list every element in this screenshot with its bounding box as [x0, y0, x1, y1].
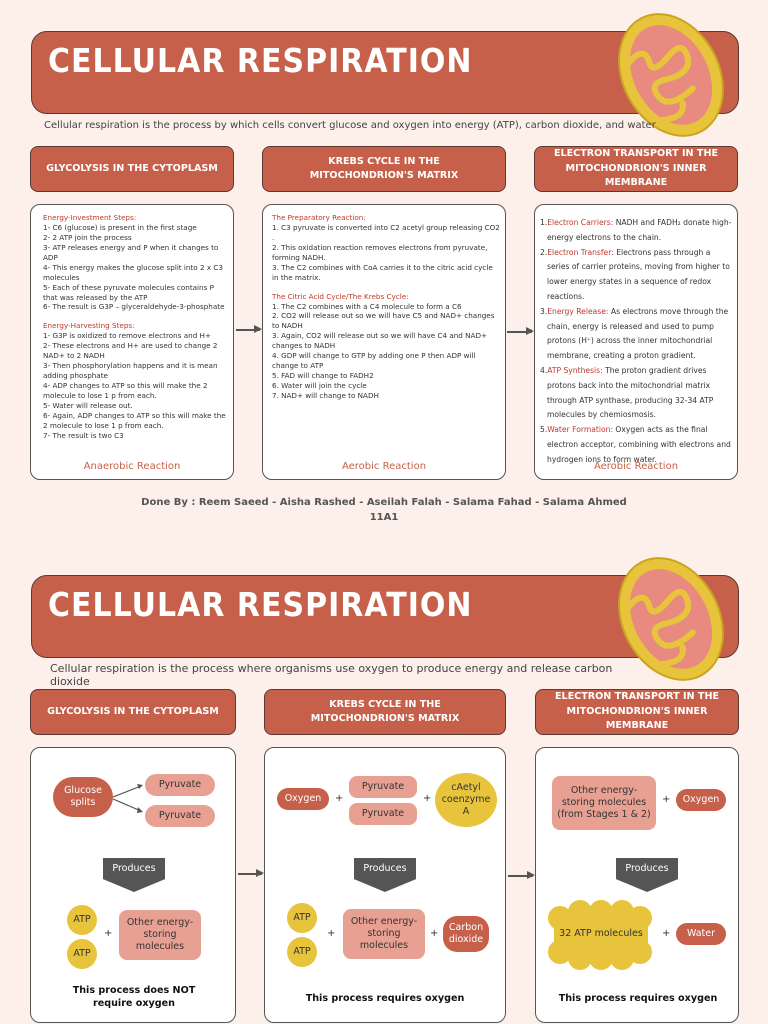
reaction-type-label: Aerobic Reaction	[593, 461, 679, 472]
krebs-step: 7. NAD+ will change to NADH	[272, 390, 379, 400]
atp-node: ATP	[287, 903, 317, 933]
et-item: 1.Electron Carriers: NADH and FADH₂ dona…	[540, 218, 732, 242]
atp-node: ATP	[67, 939, 97, 969]
reaction-type-label: Aerobic Reaction	[341, 461, 427, 472]
et-item: 3.Energy Release: As electrons move thro…	[540, 306, 729, 361]
glycolysis-step: 1- C6 (glucose) is present in the first …	[43, 222, 197, 232]
krebs-heading-preparatory: The Preparatory Reaction:	[272, 213, 366, 222]
glycolysis-step: 4- ADP changes to ATP so this will make …	[43, 381, 208, 400]
arrow-right-icon	[508, 872, 535, 878]
plus-sign: +	[662, 794, 671, 805]
oxygen-requirement-note: This process requires oxygen	[305, 993, 465, 1004]
glycolysis-step: 3- ATP releases energy and P when it cha…	[43, 242, 219, 262]
glycolysis-step: 5- Each of these pyruvate molecules cont…	[43, 282, 214, 302]
atp-cluster-blob	[548, 900, 652, 970]
pyruvate-node: Pyruvate	[349, 803, 417, 825]
plus-sign: +	[423, 793, 432, 804]
krebs-step: 2. CO2 will release out so we will have …	[272, 311, 495, 331]
page-title: CELLULAR RESPIRATION	[48, 42, 473, 81]
pyruvate-node: Pyruvate	[349, 776, 417, 798]
plus-sign: +	[104, 928, 113, 939]
krebs-step: 3. Again, CO2 will release out so we wil…	[272, 331, 488, 351]
carbon-dioxide-node: Carbon dioxide	[443, 916, 489, 952]
split-arrows	[113, 784, 143, 813]
plus-sign: +	[430, 928, 439, 939]
glycolysis-step: 5- Water will release out.	[43, 400, 133, 410]
oxygen-requirement-note: This process does NOT require oxygen	[72, 985, 196, 1009]
glycolysis-step: 2- These electrons and H+ are used to ch…	[43, 341, 218, 361]
krebs-heading-citric: The Citric Acid Cycle/The Krebs Cycle:	[272, 291, 409, 301]
header-glycolysis: GLYCOLYSIS IN THE CYTOPLASM	[30, 689, 236, 735]
arrow-right-icon	[507, 328, 534, 334]
arrow-right-icon	[236, 326, 262, 332]
other-molecules-node: Other energy-storing molecules	[343, 909, 425, 959]
card-krebs-diagram: Oxygen + Pyruvate Pyruvate + cAetyl coen…	[264, 747, 506, 1023]
acetyl-coenzyme-node: cAetyl coenzyme A	[435, 773, 497, 827]
glucose-splits-node: Glucose splits	[53, 777, 113, 817]
glycolysis-heading-harvesting: Energy-Harvesting Steps:	[43, 321, 135, 331]
other-molecules-node: Other energy-storing molecules (from Sta…	[552, 776, 656, 830]
other-molecules-node: Other energy-storing molecules	[119, 910, 201, 960]
glycolysis-step: 2- 2 ATP join the process	[43, 232, 132, 242]
credits: Done By : Reem Saeed - Aisha Rashed - As…	[141, 497, 627, 508]
krebs-step: 1. C3 pyruvate is converted into C2 acet…	[272, 222, 500, 242]
header-krebs: KREBS CYCLE IN THE MITOCHONDRION'S MATRI…	[262, 146, 506, 192]
atp-node: ATP	[67, 905, 97, 935]
mitochondrion-icon	[618, 13, 724, 137]
class-label: 11A1	[369, 512, 399, 523]
krebs-step: 5. FAD will change to FADH2	[272, 371, 374, 381]
glycolysis-heading-investment: Energy-Investment Steps:	[43, 213, 137, 222]
krebs-step: 4. GDP will change to GTP by adding one …	[272, 351, 476, 371]
glycolysis-step: 4- This energy makes the glucose split i…	[43, 262, 223, 282]
krebs-step: 1. The C2 combines with a C4 molecule to…	[272, 301, 462, 311]
atp-32-label: 32 ATP molecules	[559, 928, 643, 939]
card-electron-diagram: Other energy-storing molecules (from Sta…	[535, 747, 739, 1023]
card-glycolysis-diagram: Glucose splits Pyruvate Pyruvate Produce…	[30, 747, 236, 1023]
glycolysis-step: 6- Again, ADP changes to ATP so this wil…	[43, 410, 226, 430]
card-krebs: The Preparatory Reaction: 1. C3 pyruvate…	[262, 204, 506, 480]
produces-arrow: Produces	[354, 858, 416, 892]
plus-sign: +	[335, 793, 344, 804]
intro-text: Cellular respiration is the process by w…	[44, 120, 656, 131]
oxygen-node: Oxygen	[277, 788, 329, 810]
arrow-right-icon	[238, 870, 264, 876]
intro-text: Cellular respiration is the process wher…	[50, 662, 613, 688]
krebs-step: 6. Water will join the cycle	[272, 381, 367, 390]
krebs-step: 2. This oxidation reaction removes elect…	[272, 242, 488, 262]
header-electron-transport: ELECTRON TRANSPORT IN THE MITOCHONDRION'…	[535, 689, 739, 735]
glycolysis-step: 7- The result is two C3	[43, 430, 124, 440]
card-electron-transport: 1.Electron Carriers: NADH and FADH₂ dona…	[534, 204, 738, 480]
reaction-type-label: Anaerobic Reaction	[83, 461, 181, 472]
water-node: Water	[676, 923, 726, 945]
krebs-step: 3. The C2 combines with CoA carries it t…	[272, 262, 493, 282]
header-electron-transport: ELECTRON TRANSPORT IN THE MITOCHONDRION'…	[534, 146, 738, 192]
et-item: 2.Electron Transfer: Electrons pass thro…	[540, 247, 730, 301]
et-item: 4.ATP Synthesis: The proton gradient dri…	[540, 365, 714, 420]
et-item: 5.Water Formation: Oxygen acts as the fi…	[540, 425, 731, 464]
pyruvate-node: Pyruvate	[145, 774, 215, 796]
plus-sign: +	[662, 928, 671, 939]
header-krebs: KREBS CYCLE IN THE MITOCHONDRION'S MATRI…	[264, 689, 506, 735]
produces-arrow: Produces	[103, 858, 165, 892]
header-glycolysis: GLYCOLYSIS IN THE CYTOPLASM	[30, 146, 234, 192]
glycolysis-step: 6- The result is G3P – glyceraldehyde-3-…	[43, 302, 225, 312]
card-glycolysis: Energy-Investment Steps: 1- C6 (glucose)…	[30, 204, 234, 480]
plus-sign: +	[327, 928, 336, 939]
produces-arrow: Produces	[616, 858, 678, 892]
oxygen-requirement-note: This process requires oxygen	[558, 993, 718, 1004]
mitochondrion-icon	[618, 557, 724, 681]
atp-node: ATP	[287, 937, 317, 967]
glycolysis-step: 3- Then phosphorylation happens and it i…	[43, 361, 218, 381]
page-title: CELLULAR RESPIRATION	[48, 586, 473, 625]
oxygen-node: Oxygen	[676, 789, 726, 811]
pyruvate-node: Pyruvate	[145, 805, 215, 827]
glycolysis-step: 1- G3P is oxidized to remove electrons a…	[43, 331, 211, 341]
